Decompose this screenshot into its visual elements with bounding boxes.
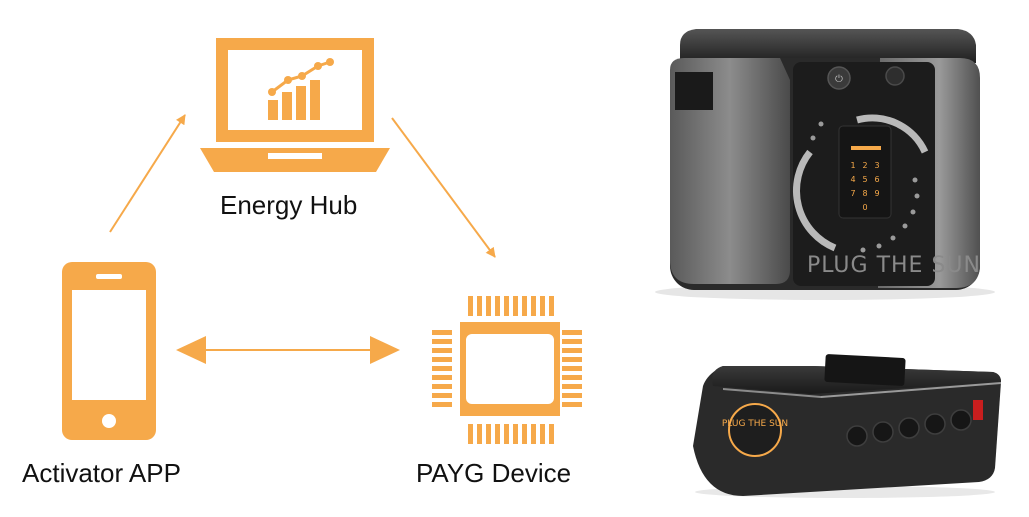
activator-app-label: Activator APP bbox=[22, 458, 181, 488]
svg-text:3: 3 bbox=[874, 161, 879, 170]
large-unit-logo: PLUG THE SUN bbox=[807, 253, 981, 278]
payg-device-label: PAYG Device bbox=[416, 458, 572, 488]
small-solar-unit: PLUG THE SUN bbox=[693, 354, 1001, 498]
svg-text:1: 1 bbox=[850, 161, 855, 170]
svg-text:4: 4 bbox=[850, 175, 855, 184]
svg-text:8: 8 bbox=[862, 189, 867, 198]
svg-text:⏻: ⏻ bbox=[835, 74, 843, 85]
edge-hub-to-device bbox=[391, 117, 496, 258]
microchip-icon bbox=[432, 296, 582, 444]
svg-text:0: 0 bbox=[862, 203, 867, 212]
edge-app-to-hub bbox=[109, 114, 186, 233]
laptop-chart-icon bbox=[200, 38, 390, 172]
svg-text:9: 9 bbox=[874, 189, 879, 198]
svg-text:5: 5 bbox=[862, 175, 867, 184]
energy-hub-label: Energy Hub bbox=[220, 190, 358, 220]
small-unit-logo: PLUG THE SUN bbox=[722, 419, 788, 429]
smartphone-icon bbox=[62, 262, 156, 440]
edge-app-device-bidirectional bbox=[176, 336, 400, 364]
svg-text:6: 6 bbox=[874, 175, 879, 184]
svg-text:2: 2 bbox=[862, 161, 867, 170]
svg-text:7: 7 bbox=[850, 189, 855, 198]
payg-diagram bbox=[62, 38, 582, 444]
